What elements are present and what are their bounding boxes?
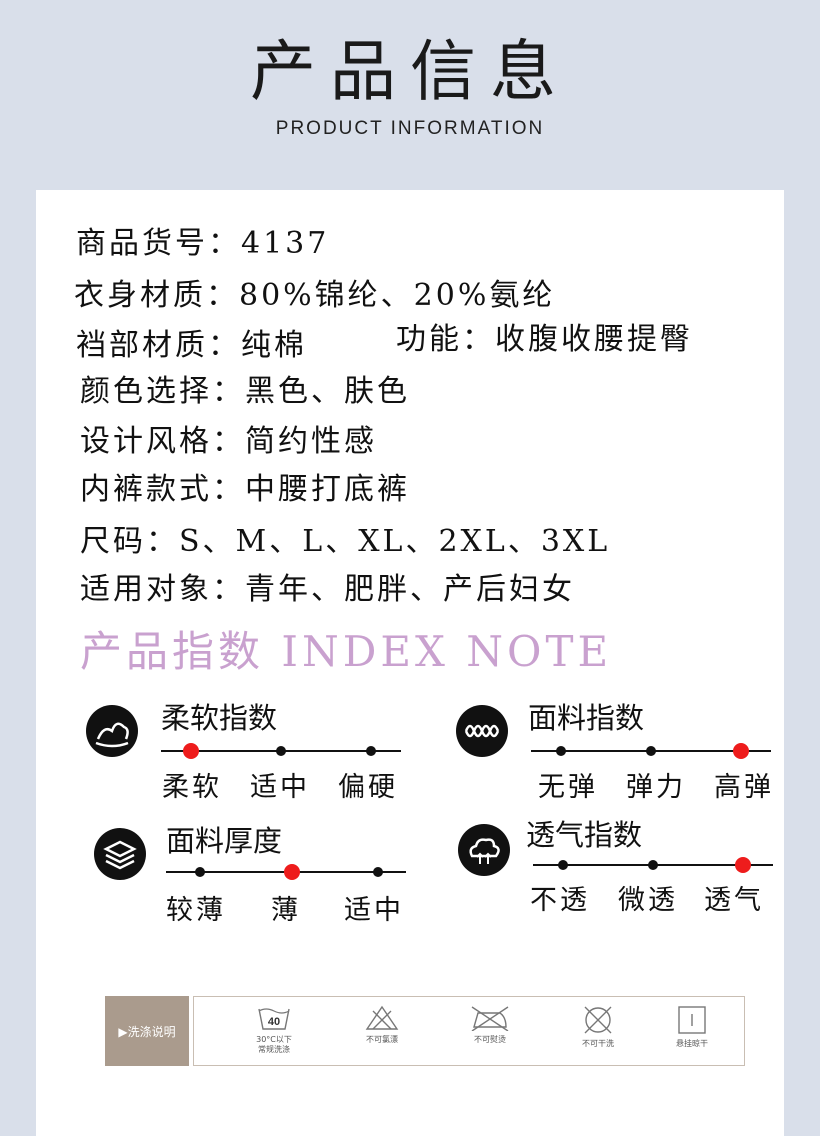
info-item-type: 内裤款式：中腰打底裤	[80, 472, 410, 507]
scale-label-2: 弹力	[626, 772, 686, 803]
info-item-number: 商品货号：4137	[76, 226, 330, 261]
scale-label-2: 薄	[271, 895, 301, 926]
scale-label-3: 高弹	[714, 772, 774, 803]
layers-icon	[94, 828, 146, 880]
scale-dot-3	[366, 746, 376, 756]
index-scale	[533, 857, 773, 873]
index-breathability: 透气指数 不透 微透 透气	[458, 812, 788, 922]
index-title: 面料指数	[528, 701, 645, 735]
softness-icon	[86, 705, 138, 757]
no-iron-icon	[471, 1006, 509, 1031]
wash-label: 30°C以下 常规洗涤	[256, 1035, 292, 1054]
no-bleach-icon	[365, 1005, 399, 1030]
index-elasticity: 面料指数 无弹 弹力 高弹	[456, 695, 786, 805]
index-scale	[166, 864, 406, 880]
info-item-function: 功能：收腹收腰提臀	[396, 322, 693, 357]
info-item-size: 尺码：S、M、L、XL、2XL、3XL	[80, 524, 611, 559]
page-subtitle: PRODUCT INFORMATION	[275, 118, 545, 139]
scale-dot-2	[648, 860, 658, 870]
index-softness: 柔软指数 柔软 适中 偏硬	[86, 695, 416, 805]
scale-label-3: 偏硬	[338, 772, 398, 803]
scale-dot-1	[556, 746, 566, 756]
info-card	[36, 190, 784, 1136]
scale-dot-3	[735, 857, 751, 873]
scale-dot-3	[733, 743, 749, 759]
index-title: 柔软指数	[161, 701, 278, 735]
info-item-body-material: 衣身材质：80%锦纶、20%氨纶	[74, 278, 556, 313]
info-item-style: 设计风格：简约性感	[80, 424, 377, 459]
wash-icons-box: 40 30°C以下 常规洗涤 不可氯漂 不可熨烫 不可干洗	[193, 996, 745, 1066]
scale-dot-1	[558, 860, 568, 870]
scale-label-2: 微透	[618, 885, 678, 916]
scale-dot-2	[646, 746, 656, 756]
scale-dot-1	[183, 743, 199, 759]
scale-label-1: 无弹	[538, 772, 598, 803]
scale-label-1: 不透	[530, 885, 590, 916]
info-item-target: 适用对象：青年、肥胖、产后妇女	[80, 572, 575, 607]
index-note-heading: 产品指数 INDEX NOTE	[80, 627, 613, 676]
wash-label: 不可熨烫	[474, 1035, 506, 1044]
wash-40-icon: 40	[258, 1008, 290, 1030]
scale-label-1: 较薄	[166, 895, 226, 926]
wash-item: 悬挂晾干	[652, 1005, 732, 1049]
wash-label: 不可干洗	[582, 1039, 614, 1048]
scale-dot-2	[284, 864, 300, 880]
page-title: 产品信息	[250, 33, 570, 110]
wash-temperature: 40	[268, 1016, 280, 1028]
index-scale	[161, 743, 401, 759]
wash-item: 不可氯漂	[342, 1005, 422, 1045]
index-title: 面料厚度	[166, 824, 283, 858]
scale-dot-2	[276, 746, 286, 756]
index-thickness: 面料厚度 较薄 薄 适中	[94, 818, 424, 928]
scale-label-1: 柔软	[162, 772, 222, 803]
no-dry-clean-icon	[584, 1006, 612, 1034]
scale-dot-1	[195, 867, 205, 877]
wash-label: 悬挂晾干	[676, 1039, 708, 1048]
index-scale	[531, 743, 771, 759]
info-item-color: 颜色选择：黑色、肤色	[80, 374, 410, 409]
index-title: 透气指数	[526, 818, 643, 852]
scale-dot-3	[373, 867, 383, 877]
wash-label: 不可氯漂	[366, 1035, 398, 1044]
scale-label-3: 透气	[704, 885, 764, 916]
wash-tag: ▶洗涤说明	[105, 996, 189, 1066]
info-item-crotch-material: 裆部材质：纯棉	[76, 328, 307, 363]
wash-instructions: ▶洗涤说明 40 30°C以下 常规洗涤 不可氯漂 不可熨烫	[105, 996, 745, 1066]
wash-item: 不可熨烫	[450, 1005, 530, 1045]
wash-item: 不可干洗	[558, 1005, 638, 1049]
breathable-cloud-icon	[458, 824, 510, 876]
scale-label-3: 适中	[344, 895, 404, 926]
wash-item: 40 30°C以下 常规洗涤	[234, 1005, 314, 1055]
scale-label-2: 适中	[250, 772, 310, 803]
elasticity-wave-icon	[456, 705, 508, 757]
hang-dry-icon	[678, 1006, 706, 1034]
